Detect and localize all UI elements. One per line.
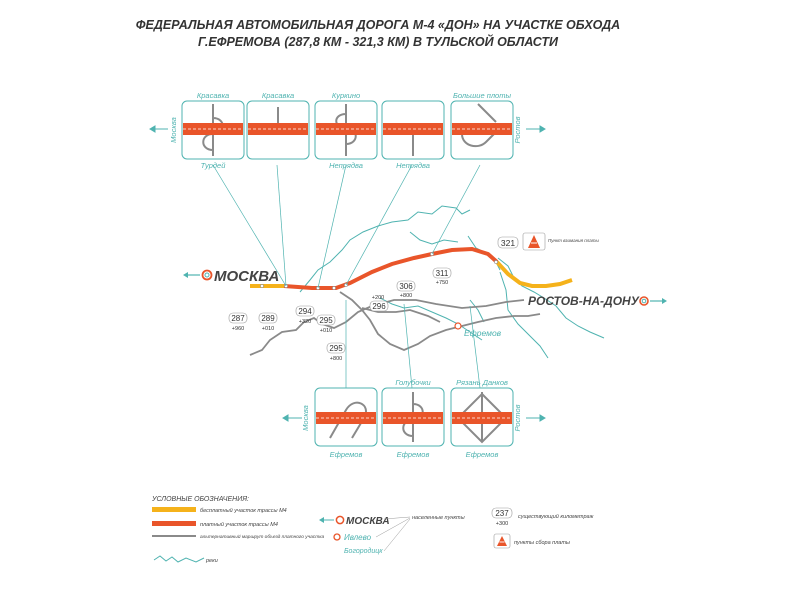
free-section-east [495, 260, 573, 288]
legend-alt-route: альтернативный маршрут объезд платного у… [200, 533, 324, 540]
rivers [299, 205, 605, 359]
svg-text:294: 294 [298, 307, 312, 316]
city-efremov-label: Ефремов [464, 328, 502, 338]
top-leader-lines [212, 164, 481, 289]
km-post: 294 +320 [295, 305, 315, 325]
legend-km-example: 237 [495, 509, 509, 518]
legend-km-note: существующий километраж [518, 513, 594, 520]
city-moscow: МОСКВА [183, 268, 279, 285]
svg-text:306: 306 [399, 282, 413, 291]
svg-text:321: 321 [501, 238, 515, 248]
km-post: 295 +800 [326, 342, 346, 362]
top-interchange-1-bottom: Турдей [201, 161, 227, 170]
top-interchanges: Красавка Красавка Куркино Большие плоты … [149, 91, 546, 170]
km-post: +200 296 [369, 295, 389, 312]
svg-text:+800: +800 [400, 293, 412, 299]
km-post: 289 +010 [258, 312, 278, 332]
km-post: 311 +750 [432, 267, 452, 286]
bottom-interchange-3-top: Рязань Данков [456, 378, 508, 387]
trumpet-interchange-icon [461, 103, 499, 148]
legend-toll-points: пункты сбора платы [514, 540, 570, 546]
svg-text:+010: +010 [262, 326, 274, 332]
bottom-interchanges: Голубочки Рязань Данков Ефремов Ефремов … [282, 378, 546, 459]
toll-point-label: Пункт взимания платы [548, 238, 599, 243]
bottom-interchange-3-side: Ростов [513, 404, 522, 431]
legend: УСЛОВНЫЕ ОБОЗНАЧЕНИЯ: бесплатный участок… [151, 496, 594, 564]
km-post: 295 +010 [316, 314, 336, 334]
top-interchange-1-top: Красавка [197, 91, 229, 100]
legend-free-section: бесплатный участок трассы М4 [200, 507, 287, 514]
svg-text:287: 287 [231, 314, 245, 323]
svg-text:311: 311 [436, 269, 449, 278]
svg-text:295: 295 [319, 316, 333, 325]
legend-village-example: Богородицк [344, 547, 383, 555]
toll-point-marker: Пункт взимания платы [522, 232, 599, 251]
top-interchange-3-bottom: Непрядва [329, 161, 363, 170]
legend-rivers: реки [205, 558, 218, 564]
legend-toll-section: платный участок трассы М4 [200, 521, 278, 528]
top-interchange-5-top: Большие плоты [453, 91, 511, 100]
bottom-interchange-2-top: Голубочки [395, 378, 431, 387]
legend-heading: УСЛОВНЫЕ ОБОЗНАЧЕНИЯ: [151, 496, 249, 503]
top-interchange-2-top: Красавка [262, 91, 294, 100]
km-post: 321 [497, 236, 519, 249]
top-interchange-3-top: Куркино [332, 91, 360, 100]
legend-city-example: МОСКВА [346, 516, 390, 527]
city-efremov: Ефремов [454, 322, 502, 338]
svg-text:296: 296 [372, 302, 386, 311]
kilometer-posts: 287 +960 289 +010 294 +320 295 +010 295 … [228, 236, 519, 362]
legend-settlements: населенные пункты [412, 515, 465, 521]
bottom-interchange-2-bottom: Ефремов [397, 450, 430, 459]
svg-text:+320: +320 [299, 319, 311, 325]
svg-text:+800: +800 [330, 356, 342, 362]
svg-text:295: 295 [329, 344, 343, 353]
top-interchange-1-side: Москва [169, 117, 178, 143]
traffic-cone-icon [497, 536, 507, 546]
km-post: 306 +800 [396, 280, 416, 299]
svg-text:289: 289 [261, 314, 275, 323]
toll-section [283, 246, 499, 290]
bottom-interchange-1-side: Москва [301, 405, 310, 431]
svg-text:+750: +750 [436, 280, 448, 286]
svg-text:+960: +960 [232, 326, 244, 332]
legend-km-example-sub: +300 [496, 521, 508, 527]
alternative-route [249, 291, 541, 356]
legend-town-example: Ивлево [344, 533, 372, 542]
svg-text:+010: +010 [320, 328, 332, 334]
city-rostov-label: РОСТОВ-НА-ДОНУ [528, 294, 640, 308]
city-moscow-label: МОСКВА [214, 268, 279, 285]
svg-text:+200: +200 [372, 295, 384, 301]
top-interchange-4-bottom: Непрядва [396, 161, 430, 170]
bottom-leader-lines [345, 300, 481, 389]
bottom-interchange-1-bottom: Ефремов [330, 450, 363, 459]
title-line-2: Г.ЕФРЕМОВА (287,8 КМ - 321,3 КМ) В ТУЛЬС… [198, 33, 559, 49]
traffic-cone-icon [528, 235, 540, 248]
top-interchange-5-side: Ростов [513, 116, 522, 143]
title-line-1: ФЕДЕРАЛЬНАЯ АВТОМОБИЛЬНАЯ ДОРОГА М-4 «ДО… [136, 18, 620, 32]
city-rostov: РОСТОВ-НА-ДОНУ [528, 294, 667, 308]
bottom-interchange-3-bottom: Ефремов [466, 450, 499, 459]
km-post: 287 +960 [228, 312, 248, 332]
